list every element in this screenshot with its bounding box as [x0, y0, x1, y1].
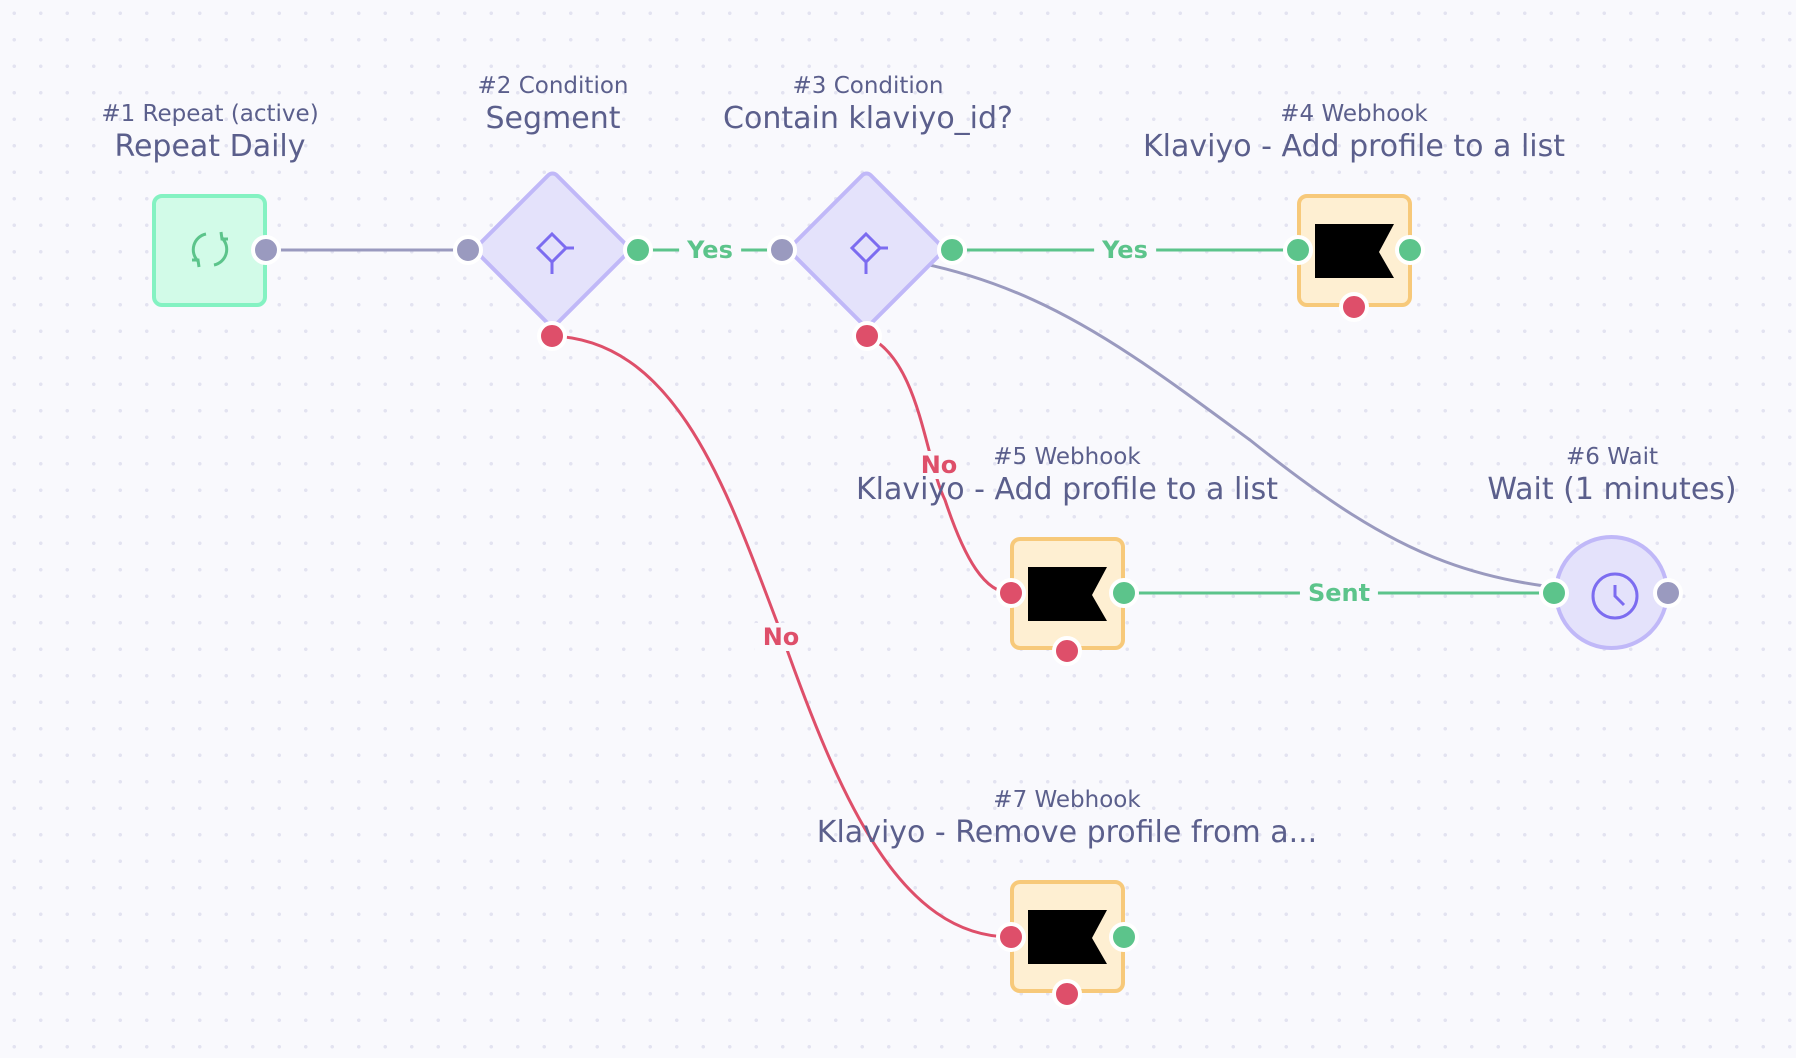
node-7-error-port[interactable] — [1052, 979, 1082, 1009]
node-1-label: #1 Repeat (active) Repeat Daily — [101, 100, 318, 166]
edge-3-to-6[interactable] — [781, 248, 1669, 595]
node-4-output-port[interactable] — [1395, 235, 1425, 265]
node-subtitle: #7 Webhook — [993, 787, 1141, 813]
edge-label-yes: Yes — [1094, 236, 1156, 264]
node-title: Wait (1 minutes) — [1487, 472, 1737, 507]
edge-label-sent: Sent — [1299, 579, 1379, 607]
node-2-label: #2 Condition Segment — [478, 72, 629, 138]
node-title: Klaviyo - Add profile to a list — [855, 472, 1279, 507]
condition-icon — [849, 231, 888, 274]
node-1-output-port[interactable] — [251, 235, 281, 265]
node-3-input-port[interactable] — [767, 235, 797, 265]
node-4-label: #4 Webhook Klaviyo - Add profile to a li… — [1143, 100, 1565, 166]
refresh-icon — [191, 231, 229, 268]
node-title: Klaviyo - Add profile to a list — [1142, 129, 1566, 164]
node-3-yes-port[interactable] — [937, 235, 967, 265]
node-2-input-port[interactable] — [453, 235, 483, 265]
node-6-label: #6 Wait Wait (1 minutes) — [1487, 443, 1736, 509]
node-5-label: #5 Webhook Klaviyo - Add profile to a li… — [856, 443, 1278, 509]
node-subtitle: #4 Webhook — [1280, 101, 1428, 127]
node-6-input-port[interactable] — [1539, 578, 1569, 608]
klaviyo-flag-icon — [1028, 567, 1107, 621]
node-7-webhook[interactable] — [1010, 880, 1125, 993]
node-3-label: #3 Condition Contain klaviyo_id? — [723, 72, 1013, 138]
node-5-webhook[interactable] — [1010, 537, 1125, 650]
node-subtitle: #2 Condition — [477, 73, 629, 99]
node-subtitle: #1 Repeat (active) — [101, 101, 319, 127]
node-subtitle: #3 Condition — [792, 73, 944, 99]
node-2-yes-port[interactable] — [623, 235, 653, 265]
condition-icon — [535, 231, 574, 274]
node-title: Segment — [485, 101, 621, 136]
node-5-error-port[interactable] — [1052, 636, 1082, 666]
node-4-input-port[interactable] — [1283, 235, 1313, 265]
node-4-error-port[interactable] — [1339, 292, 1369, 322]
node-3-no-port[interactable] — [852, 321, 882, 351]
node-7-label: #7 Webhook Klaviyo - Remove profile from… — [817, 786, 1317, 852]
node-title: Repeat Daily — [114, 129, 306, 164]
klaviyo-flag-icon — [1028, 910, 1107, 964]
edge-label-yes: Yes — [679, 236, 741, 264]
edge-label-no: No — [912, 451, 966, 479]
node-7-output-port[interactable] — [1109, 922, 1139, 952]
node-1-repeat[interactable] — [152, 194, 267, 307]
node-6-output-port[interactable] — [1653, 578, 1683, 608]
node-title: Klaviyo - Remove profile from a... — [816, 815, 1318, 850]
node-7-input-port[interactable] — [996, 922, 1026, 952]
edge-label-no: No — [754, 623, 808, 651]
klaviyo-flag-icon — [1315, 224, 1394, 278]
node-subtitle: #6 Wait — [1565, 444, 1658, 470]
node-2-no-port[interactable] — [537, 321, 567, 351]
clock-icon — [1591, 572, 1639, 620]
node-5-output-port[interactable] — [1109, 578, 1139, 608]
node-subtitle: #5 Webhook — [993, 444, 1141, 470]
node-title: Contain klaviyo_id? — [723, 101, 1013, 136]
node-6-wait[interactable] — [1554, 535, 1669, 650]
node-5-input-port[interactable] — [996, 578, 1026, 608]
edge-3-to-5-no[interactable] — [866, 334, 1012, 595]
